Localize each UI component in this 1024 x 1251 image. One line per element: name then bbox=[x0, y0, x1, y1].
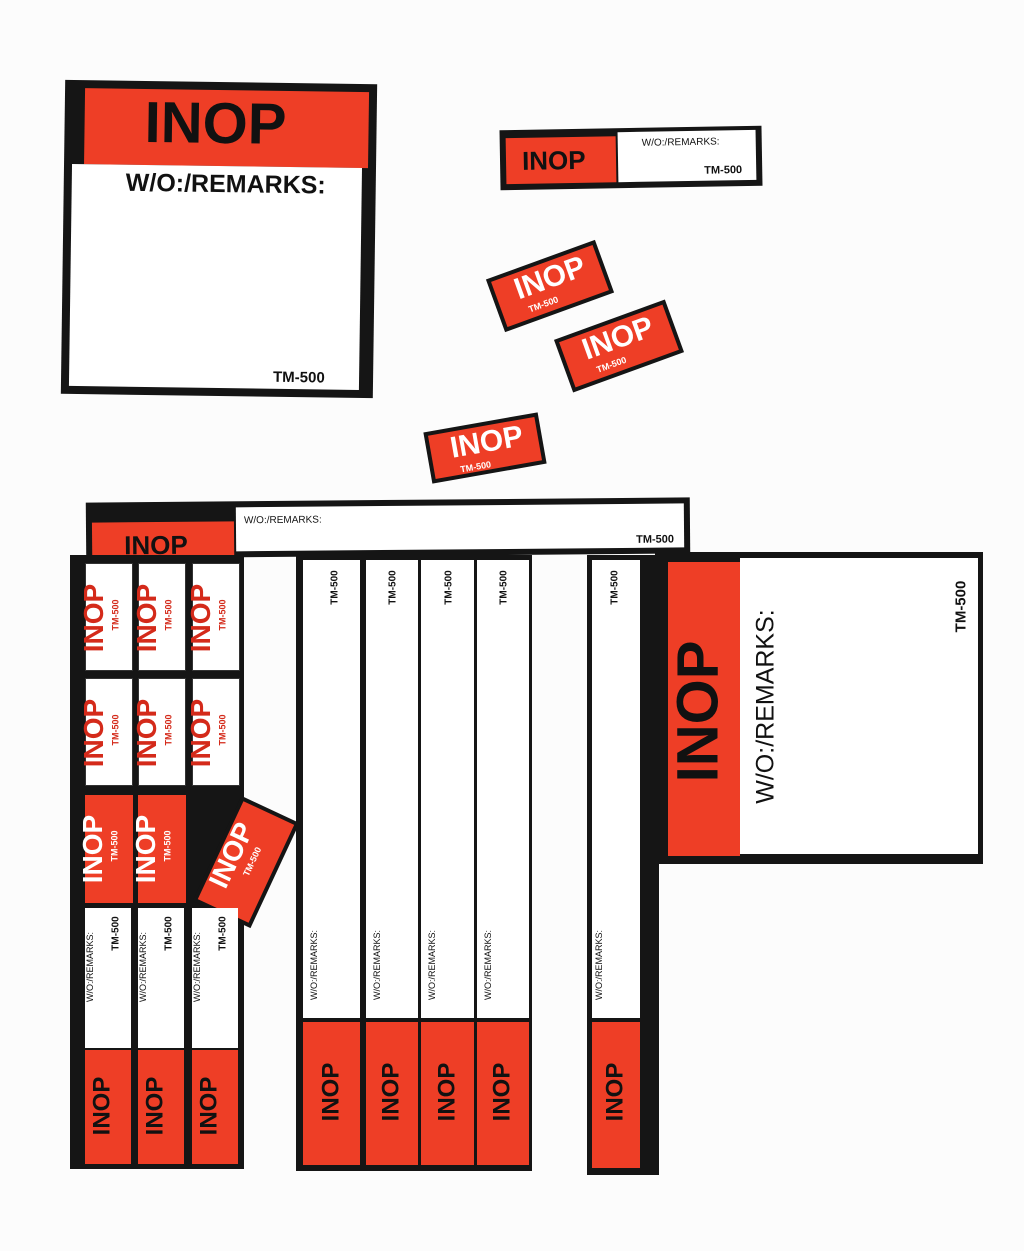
model-label: TM-500 bbox=[162, 830, 173, 862]
red-inop-block: INOP bbox=[366, 1022, 418, 1165]
remarks-label: W/O:/REMARKS: bbox=[85, 931, 96, 1003]
model-label: TM-500 bbox=[109, 830, 120, 862]
red-inop-block: INOP bbox=[192, 1050, 238, 1164]
inop-title: INOP bbox=[144, 89, 287, 157]
model-label: TM-500 bbox=[272, 368, 325, 387]
model-label: TM-500 bbox=[704, 164, 743, 177]
inop-title: INOP bbox=[130, 814, 162, 884]
inop-title: INOP bbox=[521, 144, 586, 176]
model-label: TM-500 bbox=[329, 570, 341, 605]
remarks-label: W/O:/REMARKS: bbox=[641, 136, 720, 149]
inop-title: INOP bbox=[78, 583, 110, 653]
square-inop-label: INOP W/O:/REMARKS: TM-500 bbox=[60, 79, 378, 399]
remarks-label: W/O:/REMARKS: bbox=[751, 609, 780, 804]
model-label: TM-500 bbox=[163, 916, 175, 951]
inop-title: INOP bbox=[78, 698, 110, 768]
remarks-label: W/O:/REMARKS: bbox=[372, 929, 383, 1001]
remarks-label: W/O:/REMARKS: bbox=[243, 514, 322, 527]
red-inop-block: INOP bbox=[303, 1022, 360, 1165]
remarks-label: W/O:/REMARKS: bbox=[594, 929, 605, 1001]
remarks-label: W/O:/REMARKS: bbox=[192, 931, 203, 1003]
vertical-remarks-area: W/O:/REMARKS: TM-500 bbox=[85, 908, 131, 1048]
model-label: TM-500 bbox=[217, 916, 229, 951]
small-horizontal-label: INOP W/O:/REMARKS: TM-500 bbox=[499, 125, 763, 191]
inop-title: INOP bbox=[185, 583, 217, 653]
remarks-area bbox=[740, 558, 978, 854]
red-inop-block: INOP bbox=[85, 1050, 131, 1164]
inop-title: INOP bbox=[195, 1076, 223, 1136]
large-rotated-label: INOP W/O:/REMARKS: TM-500 bbox=[655, 552, 983, 864]
inop-title: INOP bbox=[141, 1076, 169, 1136]
inop-title: INOP bbox=[131, 583, 163, 653]
inop-title: INOP bbox=[185, 698, 217, 768]
model-label: TM-500 bbox=[110, 916, 122, 951]
model-label: TM-500 bbox=[163, 714, 174, 746]
model-label: TM-500 bbox=[387, 570, 399, 605]
model-label: TM-500 bbox=[952, 580, 970, 633]
vertical-remarks-area: W/O:/REMARKS: TM-500 bbox=[192, 908, 238, 1048]
red-inop-block: INOP bbox=[592, 1022, 640, 1168]
model-label: TM-500 bbox=[110, 714, 121, 746]
model-label: TM-500 bbox=[217, 714, 228, 746]
inop-title: INOP bbox=[601, 1062, 629, 1122]
inop-title: INOP bbox=[88, 1076, 116, 1136]
inop-title: INOP bbox=[316, 1062, 344, 1122]
red-inop-block: INOP bbox=[421, 1022, 474, 1165]
model-label: TM-500 bbox=[110, 599, 121, 631]
model-label: TM-500 bbox=[443, 570, 455, 605]
inop-title: INOP bbox=[377, 1062, 405, 1122]
model-label: TM-500 bbox=[636, 533, 675, 546]
model-label: TM-500 bbox=[498, 570, 510, 605]
vertical-remarks-area: W/O:/REMARKS: TM-500 bbox=[138, 908, 184, 1048]
inop-title: INOP bbox=[665, 640, 731, 783]
red-inop-block: INOP bbox=[477, 1022, 529, 1165]
inop-title: INOP bbox=[432, 1062, 460, 1122]
remarks-area bbox=[235, 503, 685, 552]
model-label: TM-500 bbox=[217, 599, 228, 631]
remarks-label: W/O:/REMARKS: bbox=[427, 929, 438, 1001]
remarks-label: W/O:/REMARKS: bbox=[483, 929, 494, 1001]
model-label: TM-500 bbox=[163, 599, 174, 631]
inop-title: INOP bbox=[131, 698, 163, 768]
red-block bbox=[668, 562, 740, 856]
model-label: TM-500 bbox=[609, 570, 621, 605]
remarks-label: W/O:/REMARKS: bbox=[125, 168, 326, 200]
remarks-label: W/O:/REMARKS: bbox=[138, 931, 149, 1003]
inop-title: INOP bbox=[488, 1062, 516, 1122]
inop-title: INOP bbox=[77, 814, 109, 884]
red-inop-block: INOP bbox=[138, 1050, 184, 1164]
remarks-label: W/O:/REMARKS: bbox=[309, 929, 320, 1001]
